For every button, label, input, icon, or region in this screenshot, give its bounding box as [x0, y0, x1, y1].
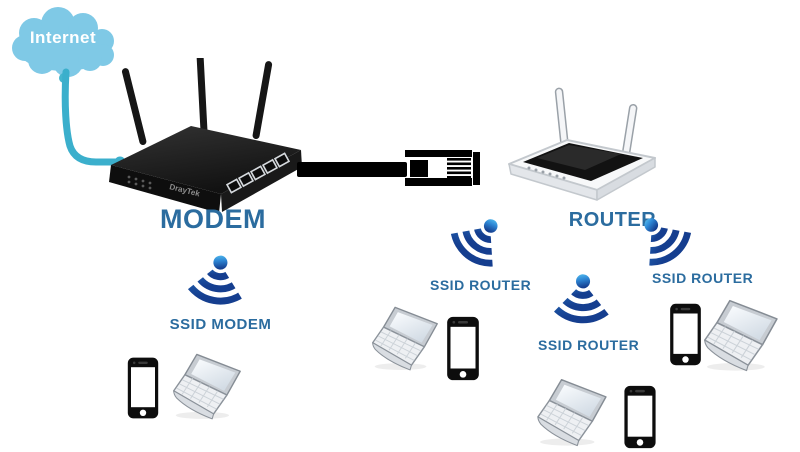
smartphone-icon — [622, 385, 658, 449]
internet-cloud-icon — [12, 7, 114, 83]
laptop-icon — [704, 299, 780, 373]
laptop-icon — [173, 352, 243, 422]
laptop-icon — [372, 303, 440, 375]
wifi-signal-icon — [182, 246, 252, 317]
status-leds — [127, 175, 152, 190]
modem-illustration: DrayTek — [109, 58, 302, 213]
wifi-signal-icon — [438, 200, 519, 281]
ethernet-ports — [225, 152, 291, 194]
wifi-signal-icon — [550, 269, 613, 332]
smartphone-icon — [669, 303, 702, 366]
laptop-icon — [537, 379, 609, 447]
smartphone-icon — [446, 316, 480, 381]
router-illustration — [508, 87, 656, 201]
modem-label: MODEM — [160, 204, 266, 234]
router-label: ROUTER — [568, 209, 657, 231]
ssid-router-label-2: SSID ROUTER — [538, 337, 640, 353]
ssid-router-label-3: SSID ROUTER — [652, 270, 754, 286]
internet-label: Internet — [29, 28, 97, 47]
router-leds — [527, 166, 566, 180]
ethernet-cable-icon — [297, 150, 480, 186]
smartphone-icon — [127, 356, 159, 420]
ssid-router-label-1: SSID ROUTER — [430, 277, 532, 293]
ssid-modem-label: SSID MODEM — [169, 316, 272, 333]
modem-antennas — [121, 58, 273, 146]
